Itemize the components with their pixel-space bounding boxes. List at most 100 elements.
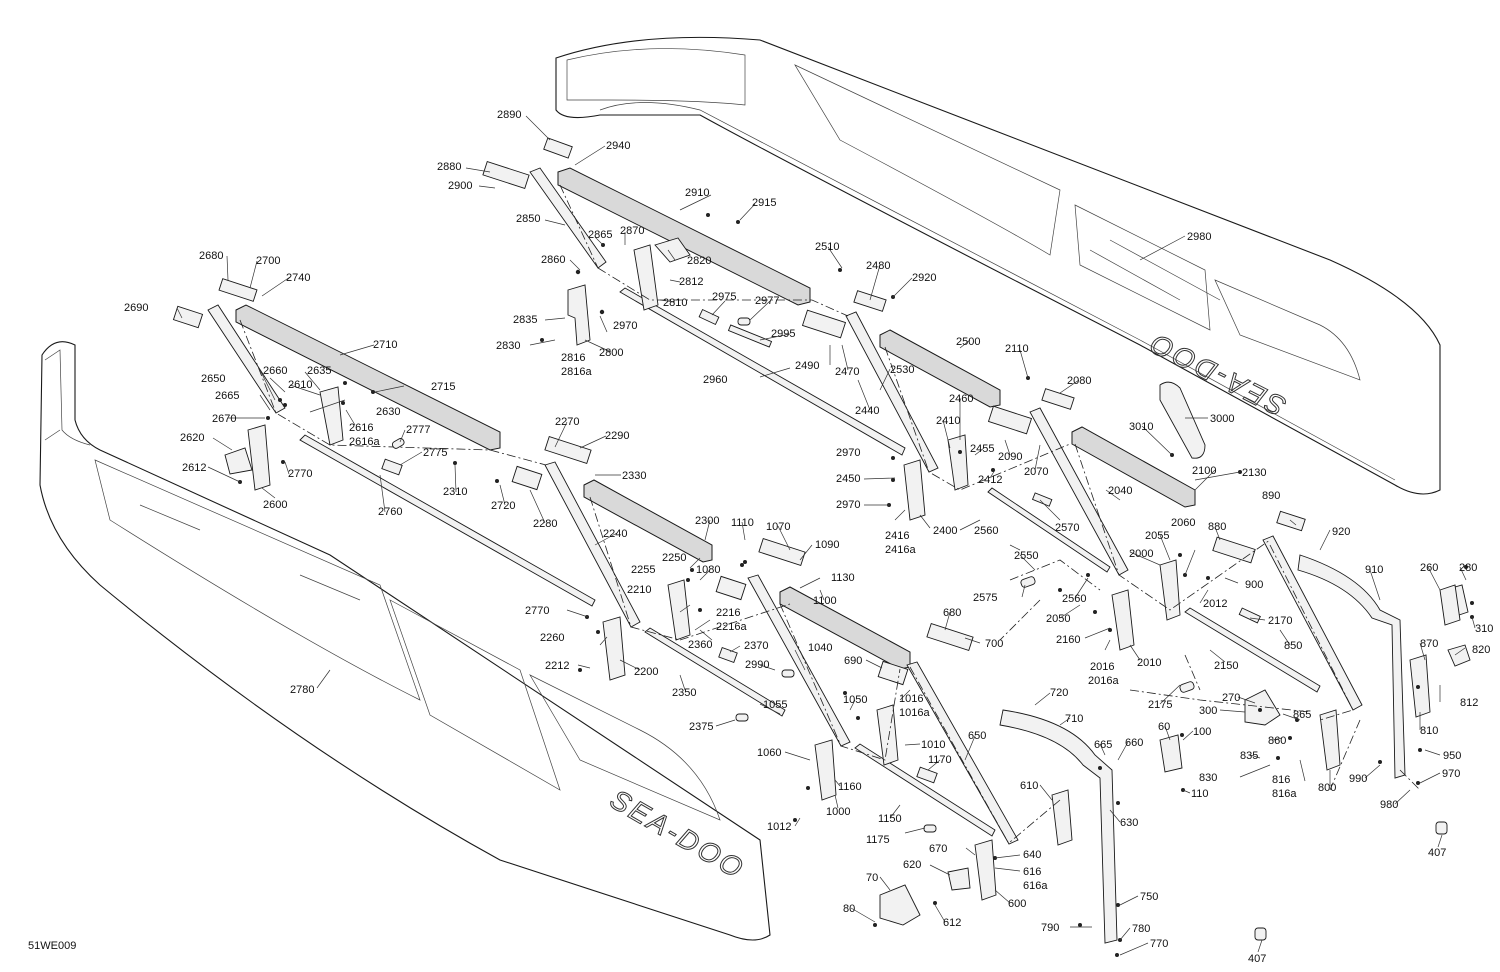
callout-2770-upper: 2770 — [288, 468, 312, 480]
callout-1055: 1055 — [763, 699, 787, 711]
callout-950: 950 — [1443, 750, 1461, 762]
callout-2977: 2977 — [755, 295, 779, 307]
callout-1100: 1100 — [813, 595, 837, 607]
callout-2812: 2812 — [679, 276, 703, 288]
callout-2012: 2012 — [1203, 598, 1227, 610]
callout-2375: 2375 — [689, 721, 713, 733]
callout-910: 910 — [1365, 564, 1383, 576]
callout-2740: 2740 — [286, 272, 310, 284]
callout-2060: 2060 — [1171, 517, 1195, 529]
callout-1050: 1050 — [843, 694, 867, 706]
callout-850: 850 — [1284, 640, 1302, 652]
callout-2816a: 2816a — [561, 366, 592, 378]
callout-1160: 1160 — [838, 781, 862, 793]
callout-2440: 2440 — [855, 405, 879, 417]
callout-2500: 2500 — [956, 336, 980, 348]
callout-2250: 2250 — [662, 552, 686, 564]
callout-2490: 2490 — [795, 360, 819, 372]
callout-2660: 2660 — [263, 365, 287, 377]
callout-2300: 2300 — [695, 515, 719, 527]
callout-2975: 2975 — [712, 291, 736, 303]
callout-1060: 1060 — [757, 747, 781, 759]
callout-612: 612 — [943, 917, 961, 929]
callout-2016a: 2016a — [1088, 675, 1119, 687]
callout-2050: 2050 — [1046, 613, 1070, 625]
callout-780: 780 — [1132, 923, 1150, 935]
rail-extrusions — [235, 167, 1321, 837]
callout-700: 700 — [985, 638, 1003, 650]
callout-2620: 2620 — [180, 432, 204, 444]
callout-2360: 2360 — [688, 639, 712, 651]
callout-2016: 2016 — [1090, 661, 1114, 673]
callout-2290: 2290 — [605, 430, 629, 442]
callout-2216a: 2216a — [716, 621, 747, 633]
callout-407-right: 407 — [1428, 847, 1446, 859]
callout-2416a: 2416a — [885, 544, 916, 556]
callout-2370: 2370 — [744, 640, 768, 652]
frame-uprights — [999, 554, 1406, 944]
callout-2980: 2980 — [1187, 231, 1211, 243]
callout-880: 880 — [1208, 521, 1226, 533]
callout-2010: 2010 — [1137, 657, 1161, 669]
callout-2280: 2280 — [533, 518, 557, 530]
callout-2560-upper: 2560 — [974, 525, 998, 537]
callout-1150: 1150 — [878, 813, 902, 825]
callout-1110: 1110 — [731, 517, 754, 529]
callout-2820: 2820 — [687, 255, 711, 267]
callout-2995: 2995 — [771, 328, 795, 340]
callout-2310: 2310 — [443, 486, 467, 498]
callout-980: 980 — [1380, 799, 1398, 811]
callout-665: 665 — [1094, 739, 1112, 751]
callout-2412: 2412 — [978, 474, 1002, 486]
callout-2130: 2130 — [1242, 467, 1266, 479]
callout-990: 990 — [1349, 773, 1367, 785]
callout-80: 80 — [843, 903, 855, 915]
callout-600: 600 — [1008, 898, 1026, 910]
callout-2480: 2480 — [866, 260, 890, 272]
callout-2830: 2830 — [496, 340, 520, 352]
callout-2715: 2715 — [431, 381, 455, 393]
callout-2455: 2455 — [970, 443, 994, 455]
callout-2100: 2100 — [1192, 465, 1216, 477]
callout-900: 900 — [1245, 579, 1263, 591]
callout-2040: 2040 — [1108, 485, 1132, 497]
callout-620: 620 — [903, 859, 921, 871]
callout-2835: 2835 — [513, 314, 537, 326]
callout-2080: 2080 — [1067, 375, 1091, 387]
callout-2890: 2890 — [497, 109, 521, 121]
callout-2160: 2160 — [1056, 634, 1080, 646]
callout-2720: 2720 — [491, 500, 515, 512]
callout-2560-lower: 2560 — [1062, 593, 1086, 605]
callout-750: 750 — [1140, 891, 1158, 903]
callout-2865: 2865 — [588, 229, 612, 241]
fasteners — [238, 213, 1474, 957]
callout-920: 920 — [1332, 526, 1350, 538]
callout-2690: 2690 — [124, 302, 148, 314]
callout-680: 680 — [943, 607, 961, 619]
callout-2616: 2616 — [349, 422, 373, 434]
callout-710: 710 — [1065, 713, 1083, 725]
callout-670: 670 — [929, 843, 947, 855]
callout-2700: 2700 — [256, 255, 280, 267]
callout-816a: 816a — [1272, 788, 1297, 800]
drawing-code: 51WE009 — [28, 940, 77, 952]
callout-2530: 2530 — [890, 364, 914, 376]
callout-890: 890 — [1262, 490, 1280, 502]
callout-2150: 2150 — [1214, 660, 1238, 672]
callout-860: 860 — [1268, 735, 1286, 747]
callout-2900: 2900 — [448, 180, 472, 192]
callout-2330: 2330 — [622, 470, 646, 482]
callout-2940: 2940 — [606, 140, 630, 152]
callout-3000: 3000 — [1210, 413, 1234, 425]
callout-2575: 2575 — [973, 592, 997, 604]
callout-2680: 2680 — [199, 250, 223, 262]
callout-2175: 2175 — [1148, 699, 1172, 711]
callout-720: 720 — [1050, 687, 1068, 699]
callout-280: 280 — [1459, 562, 1477, 574]
callout-2960: 2960 — [703, 374, 727, 386]
callout-2550: 2550 — [1014, 550, 1038, 562]
callout-2630: 2630 — [376, 406, 400, 418]
callout-2860: 2860 — [541, 254, 565, 266]
callout-70: 70 — [866, 872, 878, 884]
